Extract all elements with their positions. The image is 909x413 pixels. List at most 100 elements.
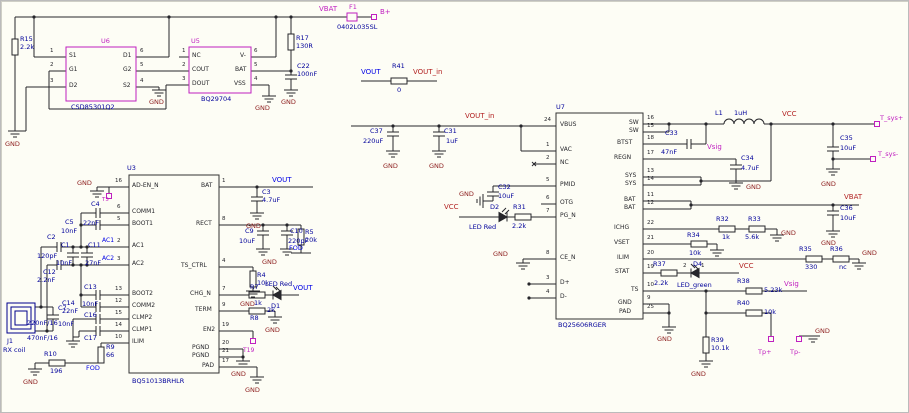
d2-part: LED Red xyxy=(469,223,497,231)
u6-refdes: U6 xyxy=(101,37,110,45)
r8-val: 2k xyxy=(267,306,275,314)
u7-pin-name: REGN xyxy=(614,154,632,161)
wireless-rx-graphics xyxy=(6,174,313,384)
testpoint-t19: T19 xyxy=(243,347,255,354)
r4-ref: R4 xyxy=(257,271,266,279)
d4-pin-num: 2 xyxy=(683,263,687,269)
u3-pin-num: 19 xyxy=(222,322,229,328)
u3-pin-name: AD-EN_N xyxy=(132,182,159,189)
u6-pin-num: 3 xyxy=(50,78,54,84)
r33-ref: R33 xyxy=(748,215,761,223)
c14-ref: C14 xyxy=(62,299,75,307)
d2-ref: D2 xyxy=(490,203,500,211)
u3-pin-name: RECT xyxy=(196,220,212,227)
u7-pin-name: VAC xyxy=(560,146,572,153)
r4-val: 10k xyxy=(257,279,270,287)
gnd-label: GND xyxy=(821,239,836,247)
u3-pin-num: 16 xyxy=(115,178,122,184)
gnd-label: GND xyxy=(255,104,270,112)
u3-pin-num: 10 xyxy=(115,334,122,340)
u7-pin-name: SW xyxy=(629,127,639,134)
u7-pin-num: 16 xyxy=(647,115,654,121)
net-label-fod: FOD xyxy=(86,364,100,372)
u7-pin-num: 9 xyxy=(647,295,651,301)
gnd-label: GND xyxy=(781,229,796,237)
net-label-vsig: Vsig xyxy=(784,280,799,288)
u5-pin-name: V- xyxy=(240,52,246,59)
u7-part: BQ25606RGER xyxy=(558,321,607,329)
r40-val: 10k xyxy=(764,308,777,316)
c7-val: 10nF xyxy=(58,320,75,328)
r9-ref: R9 xyxy=(106,343,115,351)
u3-pin-name: PGND xyxy=(192,352,210,359)
u7-pin-num: 13 xyxy=(647,168,654,174)
u3-pin-num: 21 xyxy=(222,348,229,354)
u3-pin-name: CHG_N xyxy=(190,290,211,297)
gnd-label: GND xyxy=(240,300,255,308)
r10-ref: R10 xyxy=(44,350,57,358)
u3-pin-num: 12 xyxy=(115,298,122,304)
u7-body xyxy=(555,112,644,320)
u3-pin-num: 9 xyxy=(222,302,226,308)
u7-pin-name: PG_N xyxy=(560,212,576,219)
u6-pin-name: D2 xyxy=(69,82,78,89)
u3-part: BQ51013BRHLR xyxy=(132,377,185,385)
u7-pin-num: 3 xyxy=(546,275,550,281)
gnd-label: GND xyxy=(5,140,20,148)
u7-pin-name: BAT xyxy=(624,196,636,203)
c4-val: 22nF xyxy=(83,219,100,227)
u3-pin-name: TERM xyxy=(195,306,212,313)
u3-pin-num: 1 xyxy=(222,178,226,184)
c33-val: 47nF xyxy=(661,148,678,156)
u6-pin-num: 2 xyxy=(50,62,54,68)
u5-pin-name: BAT xyxy=(235,66,247,73)
u5-pin-num: 3 xyxy=(182,76,186,82)
u7-pin-name: SYS xyxy=(625,180,637,187)
u7-pin-num: 2 xyxy=(546,155,550,161)
r5-val: 20k xyxy=(305,236,318,244)
c37-val: 220uF xyxy=(363,137,384,145)
u5-refdes: U5 xyxy=(191,37,200,45)
c5-ref: C5 xyxy=(65,218,74,226)
c12-val: 2.2nF xyxy=(37,276,56,284)
u5-pin-name: COUT xyxy=(192,66,209,73)
c17-val: 470nF/16 xyxy=(27,334,58,342)
u7-refdes: U7 xyxy=(556,103,565,111)
c3-val: 4.7uF xyxy=(262,196,281,204)
u7-pin-name: VSET xyxy=(614,239,630,246)
j1-part: RX coil xyxy=(3,346,26,354)
l1-val: 1uH xyxy=(734,109,748,117)
u7-pin-num: 19 xyxy=(647,264,654,270)
u7-pin-name: TS xyxy=(631,286,639,293)
u7-pin-num: 24 xyxy=(544,117,551,123)
u3-pin-name: BOOT2 xyxy=(132,290,153,297)
u5-pin-name: NC xyxy=(192,52,201,59)
c35-ref: C35 xyxy=(840,134,853,142)
net-label-fod: FOD xyxy=(289,244,303,252)
c34-ref: C34 xyxy=(741,154,754,162)
c13-val: 10nF xyxy=(82,300,99,308)
r15-val: 2.2k xyxy=(20,43,35,51)
f1-part: 0402L035SL xyxy=(337,23,378,31)
net-label-vsig: Vsig xyxy=(707,143,722,151)
c11-val: 27nF xyxy=(85,259,102,267)
net-label-vout: VOUT xyxy=(272,176,292,184)
u7-pin-name: BAT xyxy=(624,204,636,211)
c16-val: 220nF/16 xyxy=(27,319,58,327)
u5-pin-num: 1 xyxy=(182,48,186,54)
u7-pin-name: VBUS xyxy=(560,121,577,128)
gnd-label: GND xyxy=(262,258,277,266)
d1-ref: D1 xyxy=(271,302,281,310)
u3-pin-name: PGND xyxy=(192,344,210,351)
net-label-vout-in: VOUT_in xyxy=(465,112,495,120)
gnd-label: GND xyxy=(459,190,474,198)
gnd-label: GND xyxy=(383,162,398,170)
c16-ref: C16 xyxy=(84,311,97,319)
u6-pin-num: 4 xyxy=(140,78,144,84)
gnd-label: GND xyxy=(746,183,761,191)
charger-graphics xyxy=(351,112,880,368)
l1-inductor xyxy=(723,118,765,125)
u7-pin-name: SYS xyxy=(625,172,637,179)
gnd-label: GND xyxy=(657,335,672,343)
